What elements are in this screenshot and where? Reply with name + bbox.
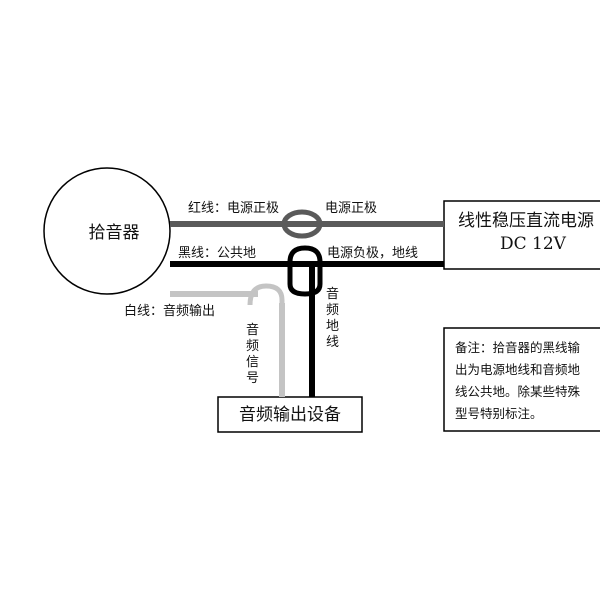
white-wire [170,283,285,397]
black-wire-connector [287,245,323,297]
white-wire-connector [247,283,285,310]
audio-device: 音频输出设备 [217,396,363,433]
pickup-label: 拾音器 [89,223,140,243]
red-wire-label: 红线：电源正极 [188,200,279,216]
black-wire [170,245,444,397]
audio-ground-char-3: 地 [326,319,339,334]
red-wire-connector [281,209,323,239]
audio-ground-char-1: 音 [326,286,339,302]
audio-ground-char-2: 频 [326,303,339,318]
note-line-3: 线公共地。除某些特殊 [455,384,581,399]
power-positive-label: 电源正极 [325,201,377,216]
audio-ground-char-4: 线 [326,335,339,350]
note-line-4: 型号特别标注。 [455,406,543,421]
audio-device-box [217,396,363,433]
audio-signal-char-1: 音 [246,322,259,338]
audio-signal-char-4: 号 [246,371,259,386]
audio-signal-char-3: 信 [246,355,259,370]
audio-signal-label: 音 频 信 号 [246,322,259,386]
red-wire [170,209,444,239]
note-line-1: 备注：拾音器的黑线输 [455,340,581,355]
audio-ground-label: 音 频 地 线 [326,286,339,350]
white-wire-label: 白线：音频输出 [124,303,215,319]
power-supply: 线性稳压直流电源 DC 12V [443,200,600,270]
audio-device-label: 音频输出设备 [239,405,341,425]
power-supply-voltage: DC 12V [500,234,567,254]
black-wire-label: 黑线：公共地 [178,246,256,261]
power-negative-label: 电源负极，地线 [327,246,418,261]
note-box-frame [443,327,600,432]
note-line-2: 出为电源地线和音频地 [455,362,581,377]
pickup-circle [43,167,171,295]
note-box: 备注：拾音器的黑线输 出为电源地线和音频地 线公共地。除某些特殊 型号特别标注。 [443,327,600,432]
power-supply-title: 线性稳压直流电源 [458,211,594,231]
audio-signal-char-2: 频 [246,339,259,354]
power-supply-box [443,200,600,270]
pickup: 拾音器 [43,167,171,295]
